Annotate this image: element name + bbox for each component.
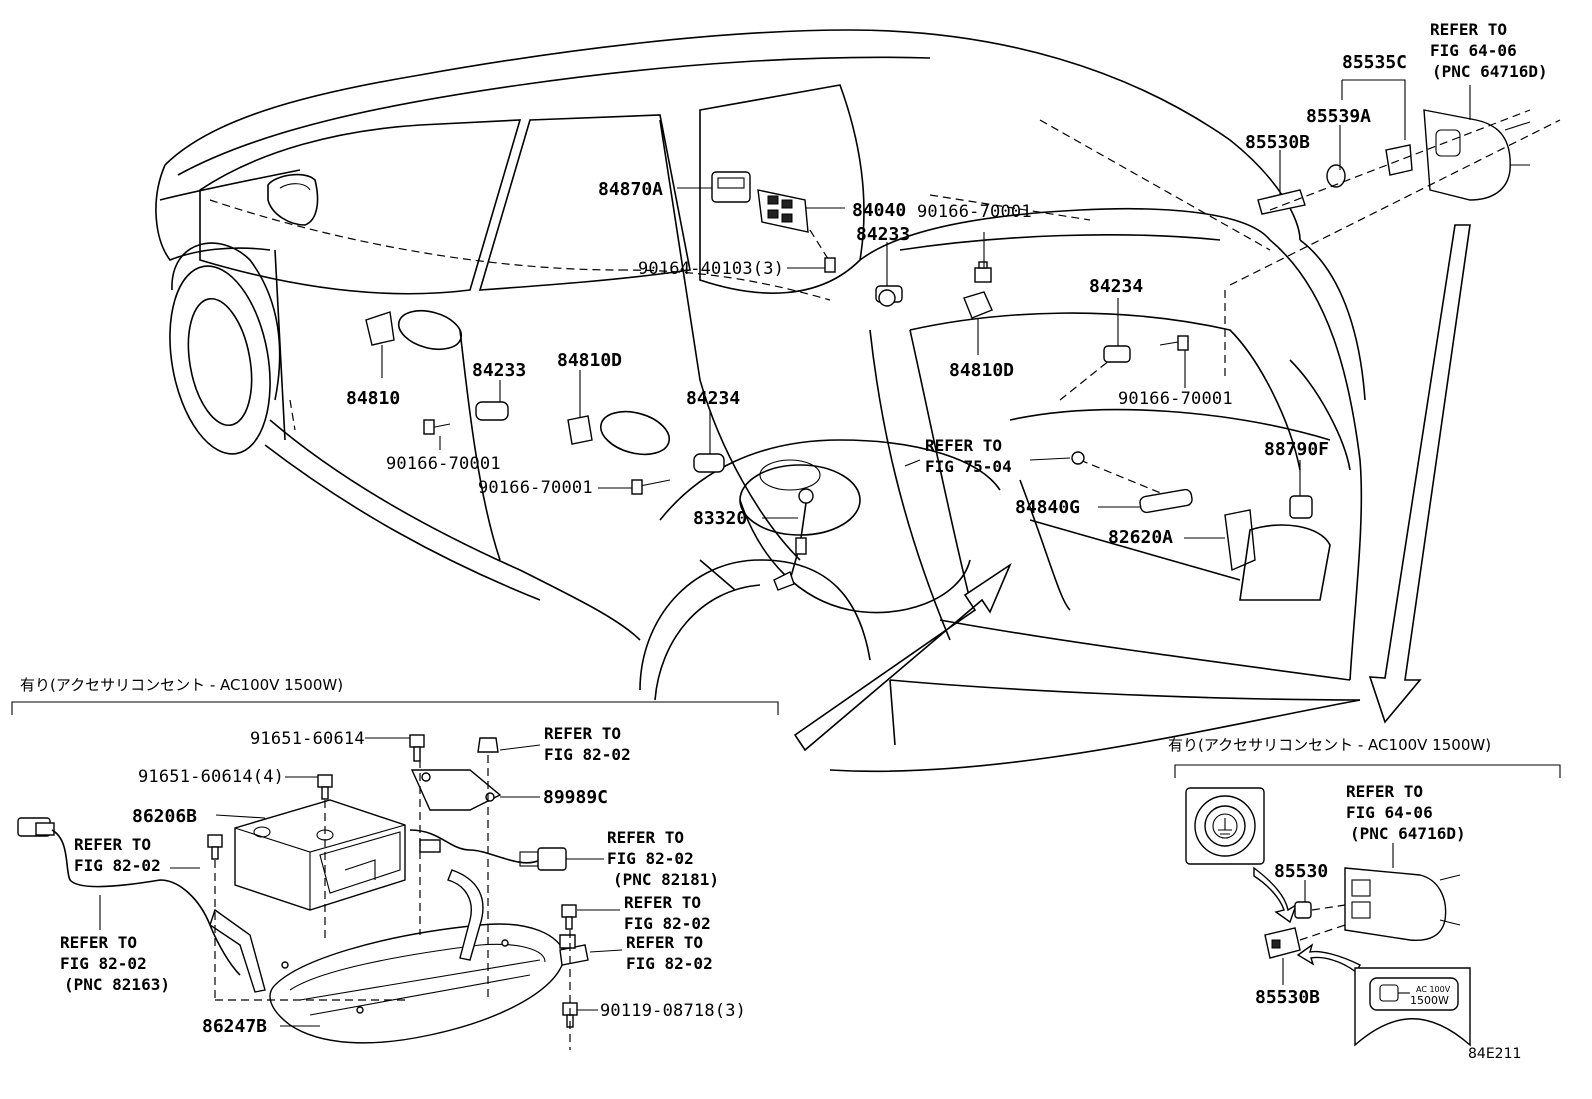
part-labels: 84870A 84040 90166-70001 84233 90164-401…	[132, 52, 1407, 1037]
svg-text:REFER TO: REFER TO	[544, 724, 621, 743]
ref-fig-82-02-c: REFER TO FIG 82-02	[74, 835, 161, 875]
label-86247B: 86247B	[202, 1016, 267, 1037]
outlet-label-line2: 1500W	[1410, 994, 1449, 1007]
label-90166-70001-mid: 90166-70001	[478, 478, 593, 498]
accessory-outlet-right-section	[1174, 764, 1561, 1047]
ref-fig-82-02-e: REFER TO FIG 82-02	[626, 933, 713, 973]
svg-text:FIG 82-02: FIG 82-02	[607, 849, 694, 868]
leader-lines	[381, 85, 1471, 539]
svg-text:REFER TO: REFER TO	[60, 933, 137, 952]
label-83320: 83320	[693, 508, 747, 529]
ref-fig-64-06-top: REFER TO FIG 64-06 (PNC 64716D)	[1430, 20, 1548, 81]
label-84233-left: 84233	[472, 360, 526, 381]
svg-text:FIG 82-02: FIG 82-02	[544, 745, 631, 764]
label-90119-08718: 90119-08718(3)	[600, 1001, 746, 1021]
svg-text:FIG 64-06: FIG 64-06	[1430, 41, 1517, 60]
label-90166-70001-top: 90166-70001	[917, 202, 1032, 222]
label-91651-60614-4: 91651-60614(4)	[138, 767, 284, 787]
label-85530B-bottom: 85530B	[1255, 987, 1320, 1008]
big-arrows	[793, 224, 1471, 752]
ref-fig-82-02-f: REFER TO FIG 82-02 (PNC 82163)	[60, 933, 170, 994]
svg-text:REFER TO: REFER TO	[624, 893, 701, 912]
label-90166-70001-left: 90166-70001	[386, 454, 501, 474]
ref-fig-82-02-d: REFER TO FIG 82-02	[624, 893, 711, 933]
svg-text:REFER TO: REFER TO	[925, 436, 1002, 455]
label-84840G: 84840G	[1015, 497, 1080, 518]
label-91651-60614: 91651-60614	[250, 729, 365, 749]
svg-text:FIG 82-02: FIG 82-02	[624, 914, 711, 933]
reference-labels: REFER TO FIG 64-06 (PNC 64716D) REFER TO…	[60, 20, 1548, 994]
svg-text:(PNC 64716D): (PNC 64716D)	[1350, 824, 1466, 843]
diagram-code: 84E211	[1468, 1046, 1521, 1062]
section-notes: 有り(アクセサリコンセント - AC100V 1500W) 有り(アクセサリコン…	[20, 676, 1521, 1062]
label-90166-70001-right: 90166-70001	[1118, 389, 1233, 409]
label-84810D-mid: 84810D	[557, 350, 622, 371]
label-85530: 85530	[1274, 861, 1328, 882]
label-89989C: 89989C	[543, 787, 608, 808]
svg-text:(PNC 82181): (PNC 82181)	[613, 870, 719, 889]
svg-text:FIG 82-02: FIG 82-02	[74, 856, 161, 875]
label-82620A: 82620A	[1108, 527, 1173, 548]
ref-fig-82-02-a: REFER TO FIG 82-02	[544, 724, 631, 764]
svg-text:FIG 82-02: FIG 82-02	[60, 954, 147, 973]
label-84234-mid: 84234	[686, 388, 740, 409]
label-86206B: 86206B	[132, 806, 197, 827]
ref-fig-75-04: REFER TO FIG 75-04	[925, 436, 1012, 476]
label-85539A: 85539A	[1306, 106, 1371, 127]
svg-text:REFER TO: REFER TO	[1346, 782, 1423, 801]
car-body-illustration	[155, 29, 1366, 773]
note-left-section: 有り(アクセサリコンセント - AC100V 1500W)	[20, 676, 343, 694]
note-right-section: 有り(アクセサリコンセント - AC100V 1500W)	[1168, 736, 1491, 754]
label-84810: 84810	[346, 388, 400, 409]
svg-text:FIG 64-06: FIG 64-06	[1346, 803, 1433, 822]
ref-fig-82-02-b: REFER TO FIG 82-02 (PNC 82181)	[607, 828, 719, 889]
label-85535C: 85535C	[1342, 52, 1407, 73]
label-84040: 84040	[852, 200, 906, 221]
arrow-to-rear-icon	[793, 562, 1012, 752]
label-84870A: 84870A	[598, 179, 663, 200]
svg-text:FIG 82-02: FIG 82-02	[626, 954, 713, 973]
label-90164-40103: 90164-40103(3)	[638, 259, 784, 279]
svg-text:(PNC 64716D): (PNC 64716D)	[1432, 62, 1548, 81]
svg-text:REFER TO: REFER TO	[1430, 20, 1507, 39]
svg-text:REFER TO: REFER TO	[74, 835, 151, 854]
outlet-label-line1: AC 100V	[1416, 985, 1451, 994]
label-84234-right: 84234	[1089, 276, 1143, 297]
ref-fig-64-06-bottom: REFER TO FIG 64-06 (PNC 64716D)	[1346, 782, 1466, 843]
label-85530B-top: 85530B	[1245, 132, 1310, 153]
arrow-down-right-icon	[1368, 224, 1471, 724]
label-88790F: 88790F	[1264, 439, 1329, 460]
svg-text:FIG 75-04: FIG 75-04	[925, 457, 1012, 476]
car-parts	[365, 79, 1561, 601]
svg-text:(PNC 82163): (PNC 82163)	[64, 975, 170, 994]
label-84810D-right: 84810D	[949, 360, 1014, 381]
label-84233-top: 84233	[856, 224, 910, 245]
svg-text:REFER TO: REFER TO	[626, 933, 703, 952]
svg-text:REFER TO: REFER TO	[607, 828, 684, 847]
accessory-outlet-left-section	[11, 701, 779, 1050]
